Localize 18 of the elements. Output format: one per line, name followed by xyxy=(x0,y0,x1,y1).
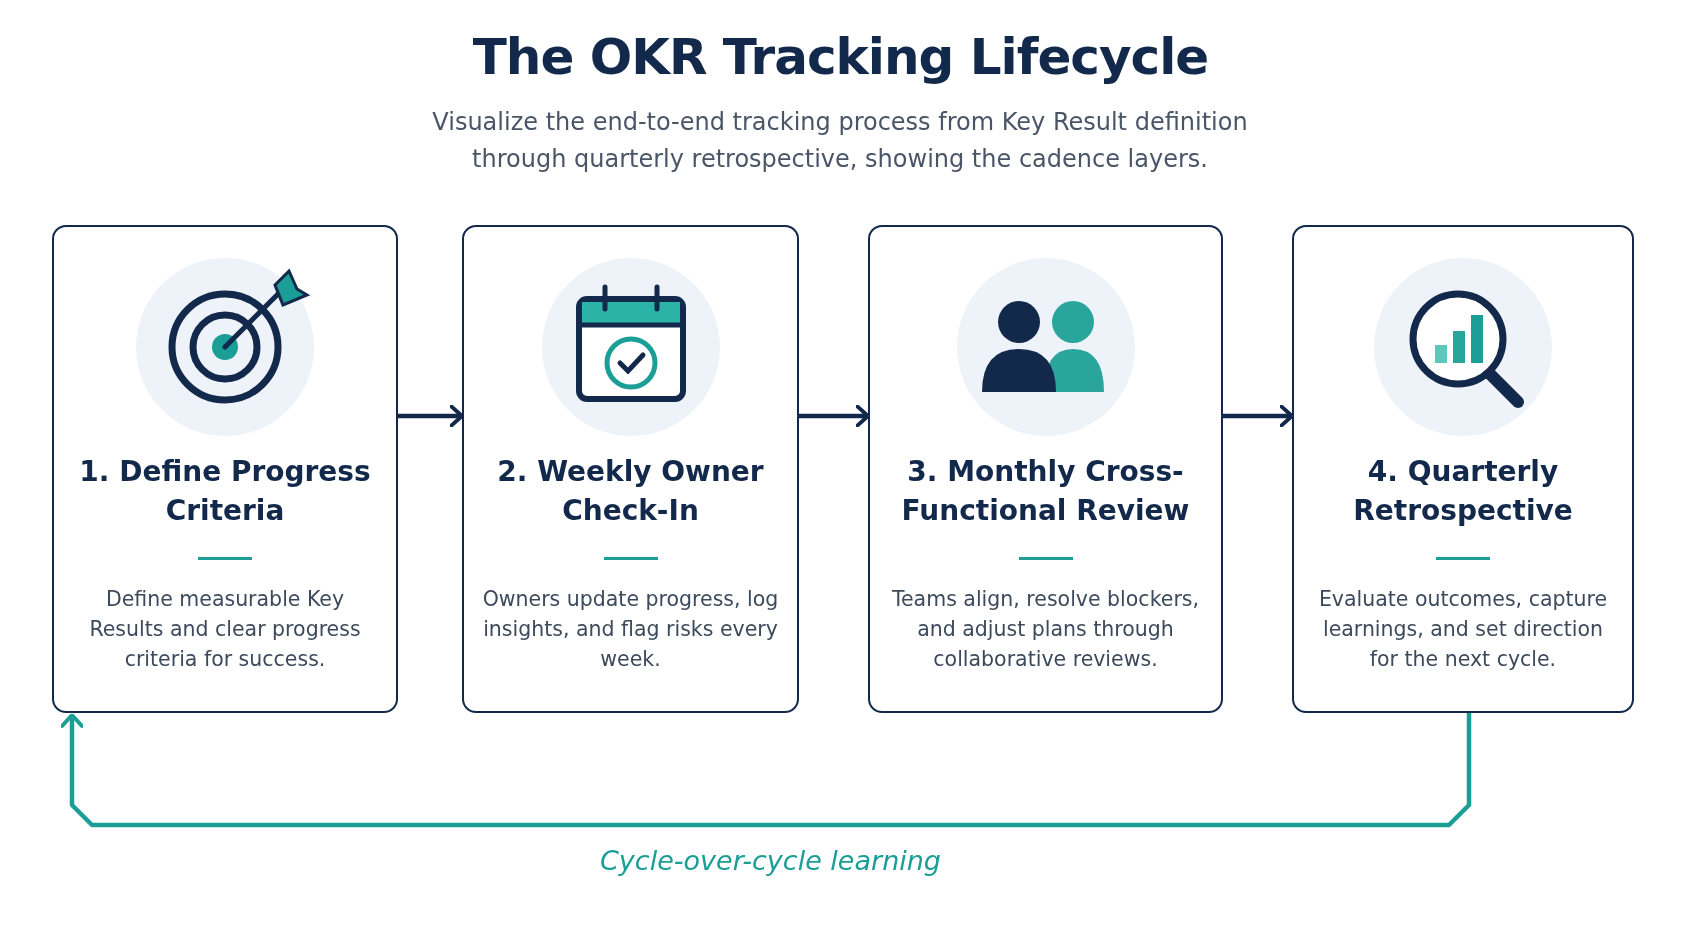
step-heading: 3. Monthly Cross-Functional Review xyxy=(900,454,1191,529)
step-card xyxy=(462,225,799,713)
step-heading: 2. Weekly Owner Check-In xyxy=(496,454,765,529)
step-description: Teams align, resolve blockers, and adjust plans through collaborative reviews. xyxy=(890,586,1200,673)
step-description: Define measurable Key Results and clear progress criteria for success. xyxy=(88,586,362,673)
step-description: Evaluate outcomes, capture learnings, and set direction for the next cycle. xyxy=(1317,586,1609,673)
arrow xyxy=(1223,404,1294,428)
step-card xyxy=(52,225,398,713)
subtitle: Visualize the end-to-end tracking process from Key Result definition through quarterly retrospective, showing the cadence layers. xyxy=(431,107,1249,175)
arrow xyxy=(398,404,464,428)
step-heading: 4. Quarterly Retrospective xyxy=(1352,454,1574,529)
step-heading: 1. Define Progress Criteria xyxy=(78,454,372,529)
diagram-title: The OKR Tracking Lifecycle xyxy=(471,28,1210,86)
step-card xyxy=(868,225,1223,713)
arrow xyxy=(60,713,1472,828)
arrow xyxy=(799,404,870,428)
step-description: Owners update progress, log insights, and flag risks every week. xyxy=(481,586,780,673)
step-card xyxy=(1292,225,1634,713)
